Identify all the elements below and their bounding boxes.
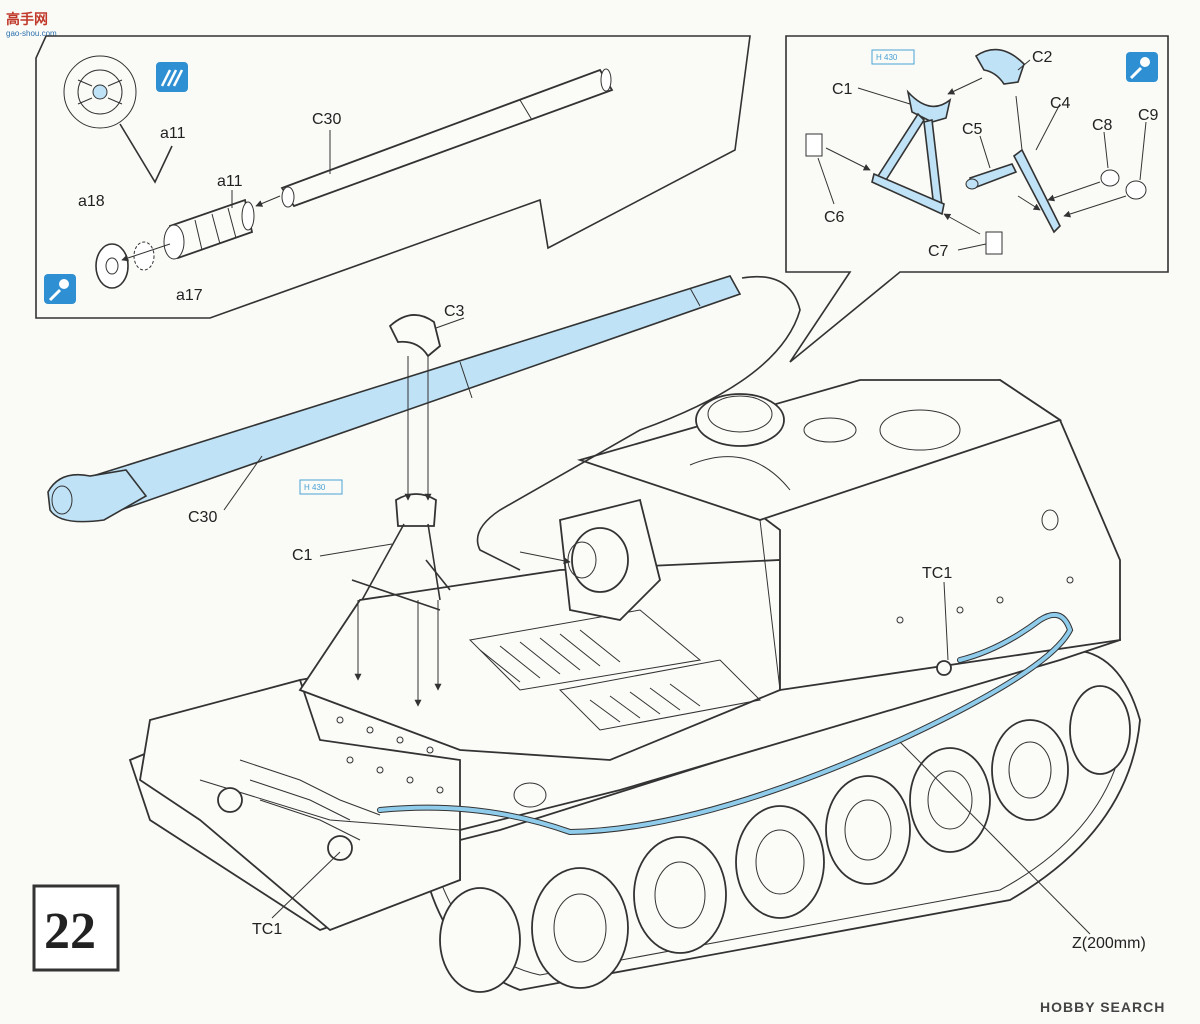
- clamp-c3: [388, 314, 442, 358]
- gun-mantlet: [559, 498, 661, 621]
- label-z-cable: Z(200mm): [1072, 935, 1146, 952]
- track-assembly: [418, 649, 1141, 993]
- road-wheel: [531, 867, 629, 989]
- label-c1-main: C1: [292, 547, 313, 564]
- paint-icon: [156, 62, 188, 92]
- road-wheel: [735, 805, 825, 919]
- ring-a18: [95, 243, 129, 289]
- footer-watermark: HOBBY SEARCH: [1040, 999, 1165, 1015]
- muzzle-brake-a11: [163, 198, 255, 260]
- label-a11-mid: a11: [217, 173, 243, 190]
- barrel-c30-part: [280, 68, 614, 208]
- road-wheel: [825, 775, 911, 885]
- road-wheel: [991, 719, 1069, 821]
- label-c4: C4: [1050, 95, 1071, 112]
- label-c5: C5: [962, 121, 983, 138]
- step-number-box: 22: [32, 884, 120, 972]
- part-c6: [805, 133, 823, 157]
- road-wheel: [633, 836, 727, 954]
- label-c30-top: C30: [312, 111, 341, 128]
- barrel-detail-inset: a11 a11 a18 a17 C30: [35, 35, 751, 319]
- part-c8: [1100, 169, 1120, 187]
- paint-tag-gun: H 430: [299, 479, 343, 495]
- label-c3: C3: [444, 303, 465, 320]
- tank-destroyer-body: [128, 379, 1141, 993]
- label-c6: C6: [824, 209, 845, 226]
- label-a17: a17: [176, 287, 203, 304]
- label-a18: a18: [78, 193, 105, 210]
- sprocket-wheel: [439, 887, 521, 993]
- travel-lock-inset: H 430: [785, 35, 1169, 363]
- arm-c4: [1012, 95, 1061, 234]
- paint-icon-right: [1126, 52, 1158, 82]
- label-c2: C2: [1032, 49, 1053, 66]
- clamp-c2: [974, 48, 1025, 85]
- watermark-logo: 高手网 gao-shou.com: [6, 11, 57, 38]
- label-tc1-bottom: TC1: [252, 921, 282, 938]
- travel-lock-c1: [351, 493, 451, 611]
- label-c30-main: C30: [188, 509, 217, 526]
- stand-c1: [871, 89, 952, 216]
- label-c7: C7: [928, 243, 949, 260]
- label-a11-top: a11: [160, 125, 186, 142]
- tow-shackle: [217, 787, 243, 813]
- svg-text:H 430: H 430: [304, 483, 326, 492]
- part-c9: [1125, 180, 1147, 200]
- label-c1-inset: C1: [832, 81, 853, 98]
- part-c7: [985, 231, 1003, 255]
- assembly-arrows: [354, 356, 571, 707]
- label-c8: C8: [1092, 117, 1113, 134]
- svg-text:高手网: 高手网: [6, 11, 48, 27]
- road-wheel: [909, 747, 991, 853]
- label-c9: C9: [1138, 107, 1159, 124]
- part-a17: [133, 241, 155, 271]
- svg-text:gao-shou.com: gao-shou.com: [6, 29, 57, 38]
- step-number: 22: [44, 903, 96, 960]
- label-tc1-top: TC1: [922, 565, 952, 582]
- tow-shackle: [327, 835, 353, 861]
- muzzle-detail-circle: [63, 55, 137, 129]
- idler-wheel: [1069, 685, 1131, 775]
- pin-c5: [965, 163, 1018, 190]
- paint-tag-inset: H 430: [871, 49, 915, 65]
- svg-text:H 430: H 430: [876, 53, 898, 62]
- spare-track-links: [239, 759, 381, 841]
- rivets: [336, 576, 1074, 794]
- paint-icon-small: [44, 274, 76, 304]
- svg-text:HOBBY SEARCH: HOBBY SEARCH: [1040, 999, 1165, 1015]
- towing-cable-z: [377, 611, 1074, 836]
- commander-cupola: [695, 393, 785, 447]
- main-gun-barrel-c30: [47, 275, 801, 571]
